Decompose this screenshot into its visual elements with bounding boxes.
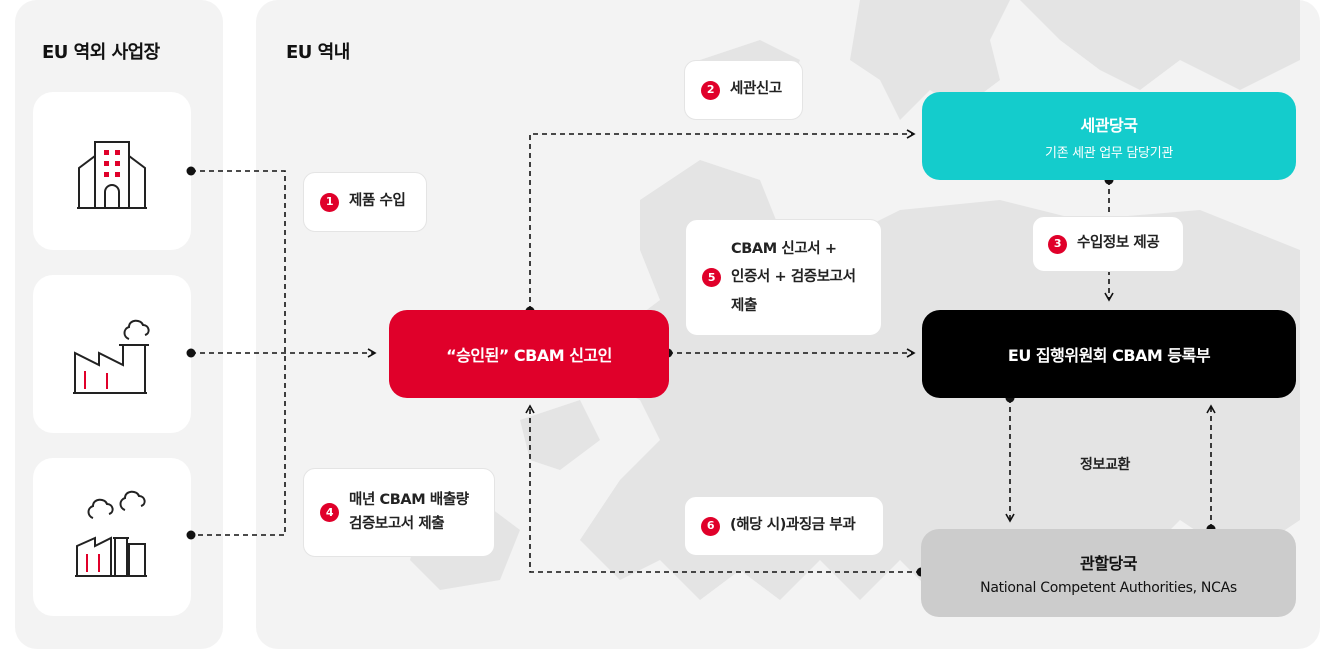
- registry-title: EU 집행위원회 CBAM 등록부: [1007, 346, 1211, 365]
- nca-node: 관할당국 National Competent Authorities, NCA…: [921, 529, 1296, 617]
- step-2-text: 세관신고: [730, 81, 782, 98]
- step-4-line2: 검증보고서 제출: [349, 515, 445, 532]
- step-3-import-info: 3 수입정보 제공: [1032, 216, 1184, 272]
- step-1-text: 제품 수입: [349, 193, 406, 210]
- customs-title: 세관당국: [1080, 115, 1138, 135]
- arrow-nca-to-declarant: [525, 404, 921, 573]
- step-4-badge: 4: [320, 503, 339, 522]
- registry-node: EU 집행위원회 CBAM 등록부: [922, 310, 1296, 398]
- step-1-badge: 1: [320, 192, 339, 212]
- factory-chimney-icon: [75, 490, 147, 577]
- step-3-text: 수입정보 제공: [1077, 235, 1160, 252]
- step-6-penalty: 6 (해당 시)과징금 부과: [684, 496, 884, 556]
- nca-title: 관할당국: [1080, 554, 1137, 573]
- facility-card-office: [33, 92, 191, 250]
- step-3-badge: 3: [1048, 234, 1067, 254]
- step-5-line3: 제출: [731, 297, 757, 314]
- outside-eu-title: EU 역외 사업장: [42, 42, 160, 63]
- office-building-icon: [77, 141, 147, 209]
- customs-subtitle: 기존 세관 업무 담당기관: [1044, 145, 1174, 161]
- step-2-customs-declaration: 2 세관신고: [684, 60, 803, 120]
- step-4-line1: 매년 CBAM 배출량: [349, 492, 469, 509]
- step-2-badge: 2: [701, 80, 720, 100]
- facility-card-factory: [33, 275, 191, 433]
- step-6-badge: 6: [701, 516, 720, 536]
- arrow-declarant-to-customs: [529, 129, 916, 311]
- step-5-line2: 인증서 + 검증보고서: [731, 269, 856, 286]
- declarant-node: “승인된” CBAM 신고인: [389, 310, 669, 398]
- declarant-title: “승인된” CBAM 신고인: [446, 346, 612, 365]
- step-4-annual-report: 4 매년 CBAM 배출량 검증보고서 제출: [303, 468, 495, 557]
- arrow-office-to-bus: [191, 170, 286, 536]
- inside-eu-title: EU 역내: [286, 42, 350, 63]
- step-5-submission: 5 CBAM 신고서 + 인증서 + 검증보고서 제출: [685, 219, 882, 336]
- information-exchange-label: 정보교환: [1080, 457, 1130, 473]
- step-5-badge: 5: [702, 268, 721, 287]
- step-1-product-import: 1 제품 수입: [303, 172, 427, 232]
- customs-node: 세관당국 기존 세관 업무 담당기관: [922, 92, 1296, 180]
- step-6-text: (해당 시)과징금 부과: [730, 517, 856, 534]
- nca-subtitle: National Competent Authorities, NCAs: [980, 580, 1237, 596]
- facility-card-plant: [33, 458, 191, 616]
- factory-icon: [73, 319, 150, 394]
- step-5-line1: CBAM 신고서 +: [731, 241, 837, 258]
